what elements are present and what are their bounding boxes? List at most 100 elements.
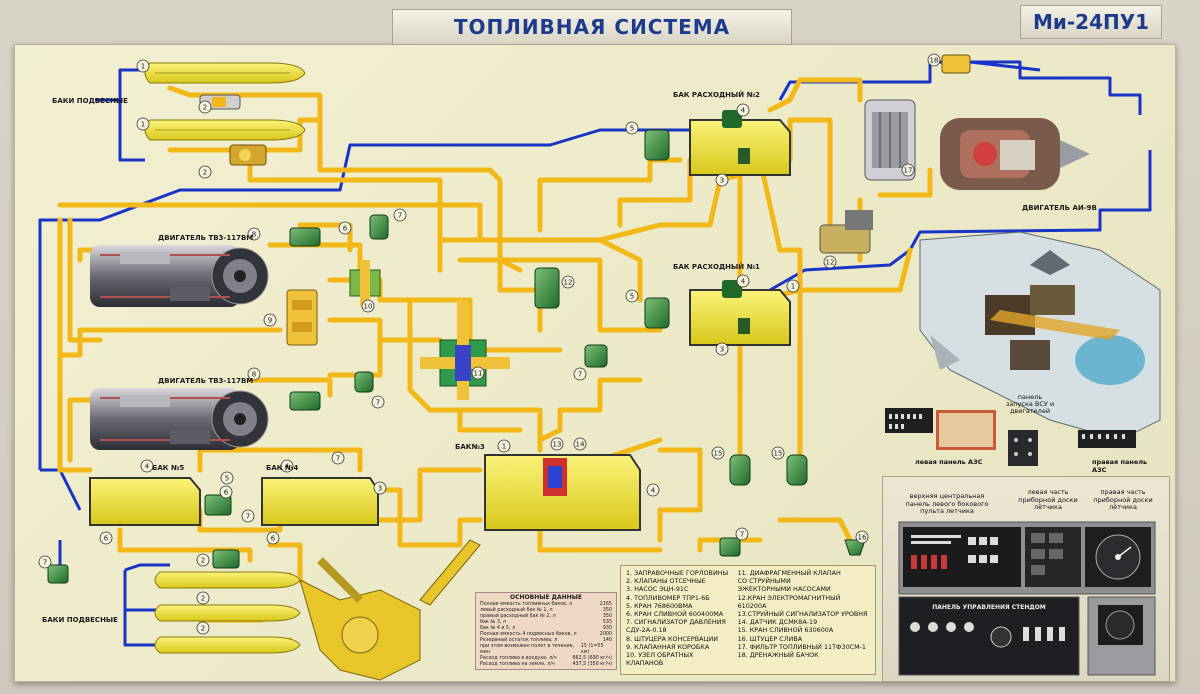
marker-7c: 7 [578, 371, 582, 379]
stand-rotary-switch[interactable] [990, 626, 1012, 648]
solenoid-valve-12 [819, 210, 873, 254]
marker-13: 13 [553, 441, 562, 449]
data-row-key: левый расходный бак № 1, л [480, 608, 553, 613]
red-switch-1 [911, 555, 917, 569]
label-right-azs: правая панель АЗС [1092, 458, 1148, 474]
marker-3b: 3 [720, 346, 724, 354]
marker-2b: 2 [203, 169, 207, 177]
marker-7b: 7 [376, 399, 380, 407]
label-tank5: БАК №5 [152, 464, 184, 472]
marker-5b: 5 [630, 293, 634, 301]
left-azs-panel [885, 408, 933, 433]
check-valve-node-10 [349, 260, 381, 306]
apu-info-plate [936, 410, 996, 450]
stand-toggle-1[interactable] [1023, 627, 1029, 641]
label-tank3: БАК№3 [455, 443, 485, 451]
stand-knob-4[interactable] [964, 622, 974, 632]
data-row: бак № 4 и 5, л 930 [480, 626, 612, 632]
stand-knob-2[interactable] [928, 622, 938, 632]
marker-7g: 7 [336, 455, 340, 463]
legend-item: СДУ-2А-0.18 [626, 626, 667, 635]
stand-panel-title: ПАНЕЛЬ УПРАВЛЕНИЯ СТЕНДОМ [932, 604, 1046, 611]
data-panel-title: ОСНОВНЫЕ ДАННЫЕ [510, 594, 582, 601]
label-engine-upper: ДВИГАТЕЛЬ ТВ3-117ВМ [158, 234, 253, 242]
red-switch-3 [931, 555, 937, 569]
stand-knob-3[interactable] [946, 622, 956, 632]
helicopter-cutaway [919, 231, 1161, 441]
legend-item: 12.КРАН ЭЛЕКТРОМАГНИТНЫЙ 610200А [737, 593, 841, 610]
legend-item: 17. ФИЛЬТР ТОПЛИВНЫЙ 11ТФ30СМ-1 [737, 642, 866, 651]
legend-item: 4. ТОПЛИВОМЕР ТПР1-6Б [626, 593, 710, 602]
stand-toggle-3[interactable] [1047, 627, 1053, 641]
legend-item: 11. ДИАФРАГМЕННЫЙ КЛАПАН [737, 569, 841, 577]
legend-item: 18. ДРЕНАЖНЫЙ БАЧОК [737, 651, 819, 660]
stand-toggle-4[interactable] [1059, 627, 1065, 641]
label-apu-panel: панель запуска ВСУ и двигателей [1005, 393, 1055, 415]
data-row-key: при этом возможен полет в течение, мин [480, 644, 575, 655]
drain-tank-18 [941, 54, 971, 74]
marker-7d: 7 [740, 531, 744, 539]
marker-6a: 6 [343, 225, 348, 233]
drop-tank-3 [154, 571, 301, 589]
engine-upper [90, 245, 269, 307]
marker-11: 11 [474, 370, 483, 378]
engine-apu [940, 118, 1090, 190]
data-row-key: бак № 3, л [480, 620, 507, 625]
model-plate: Ми-24ПУ1 [1020, 5, 1162, 39]
drop-tank-4 [154, 604, 301, 622]
legend-column-2: 11. ДИАФРАГМЕННЫЙ КЛАПАН СО СТРУЙНЫМИ ЭЖ… [738, 569, 870, 671]
marker-8a: 8 [252, 231, 256, 239]
marker-2d: 2 [201, 595, 205, 603]
data-row-key: Расход топлива на земле, л/ч [480, 662, 555, 667]
valves [47, 129, 866, 584]
marker-2a: 2 [203, 104, 207, 112]
data-row-value: 930 [602, 626, 612, 631]
drop-tank-1 [144, 62, 306, 84]
red-switch-2 [921, 555, 927, 569]
marker-2e: 2 [201, 625, 205, 633]
legend-item: 1. ЗАПРАВОЧНЫЕ ГОРЛОВИНЫ [626, 569, 729, 577]
legend-item: 9. КЛАПАННАЯ КОРОБКА [626, 642, 710, 651]
diaphragm-valve-11 [420, 300, 510, 400]
marker-5a: 5 [630, 125, 634, 133]
stand-toggle-2[interactable] [1035, 627, 1041, 641]
label-tank-supply2: БАК РАСХОДНЫЙ №2 [673, 90, 760, 99]
label-drop-tanks-bottom: БАКИ ПОДВЕСНЫЕ [42, 616, 118, 624]
tank-3 [484, 454, 641, 531]
apu-start-panel [1008, 430, 1038, 466]
legend-item: 6. КРАН СЛИВНОЙ 600400МА [626, 610, 724, 619]
main-data-panel: ОСНОВНЫЕ ДАННЫЕ Полная емкость топливных… [475, 592, 617, 670]
data-row-key: бак № 4 и 5, л [480, 626, 516, 631]
tank-5 [89, 477, 201, 526]
marker-16: 16 [858, 534, 867, 542]
page-title: ТОПЛИВНАЯ СИСТЕМА [392, 9, 792, 45]
data-row-key: Расход топлива в воздухе, л/ч [480, 656, 557, 661]
data-row-value: 862,5 (690 кг/ч) [572, 656, 612, 661]
data-row-value: 350 [602, 614, 612, 619]
marker-6d: 6 [224, 489, 229, 497]
legend-item: 5. КРАН 768600ВМА [626, 601, 693, 610]
number-markers [38, 53, 941, 635]
marker-3a: 3 [720, 177, 724, 185]
label-left-azs: левая панель АЗС [915, 458, 983, 466]
marker-5c: 5 [225, 475, 229, 483]
fuel-filter-17 [864, 99, 916, 181]
legend-item: 14. ДАТЧИК ДСМК8А-19 [737, 618, 818, 627]
data-row-key: Полная емкость 4 подвесных баков, л [480, 632, 577, 637]
legend-item: СО СТРУЙНЫМИ [737, 577, 791, 586]
marker-1b: 1 [141, 121, 145, 129]
right-azs-panel [1078, 430, 1136, 448]
marker-4a: 4 [741, 107, 746, 115]
marker-6b: 6 [104, 535, 109, 543]
stand-knob-1[interactable] [910, 622, 920, 632]
marker-1c: 1 [791, 283, 795, 291]
legend-item: 3. НАСОС ЭЦН-91С [626, 585, 689, 594]
